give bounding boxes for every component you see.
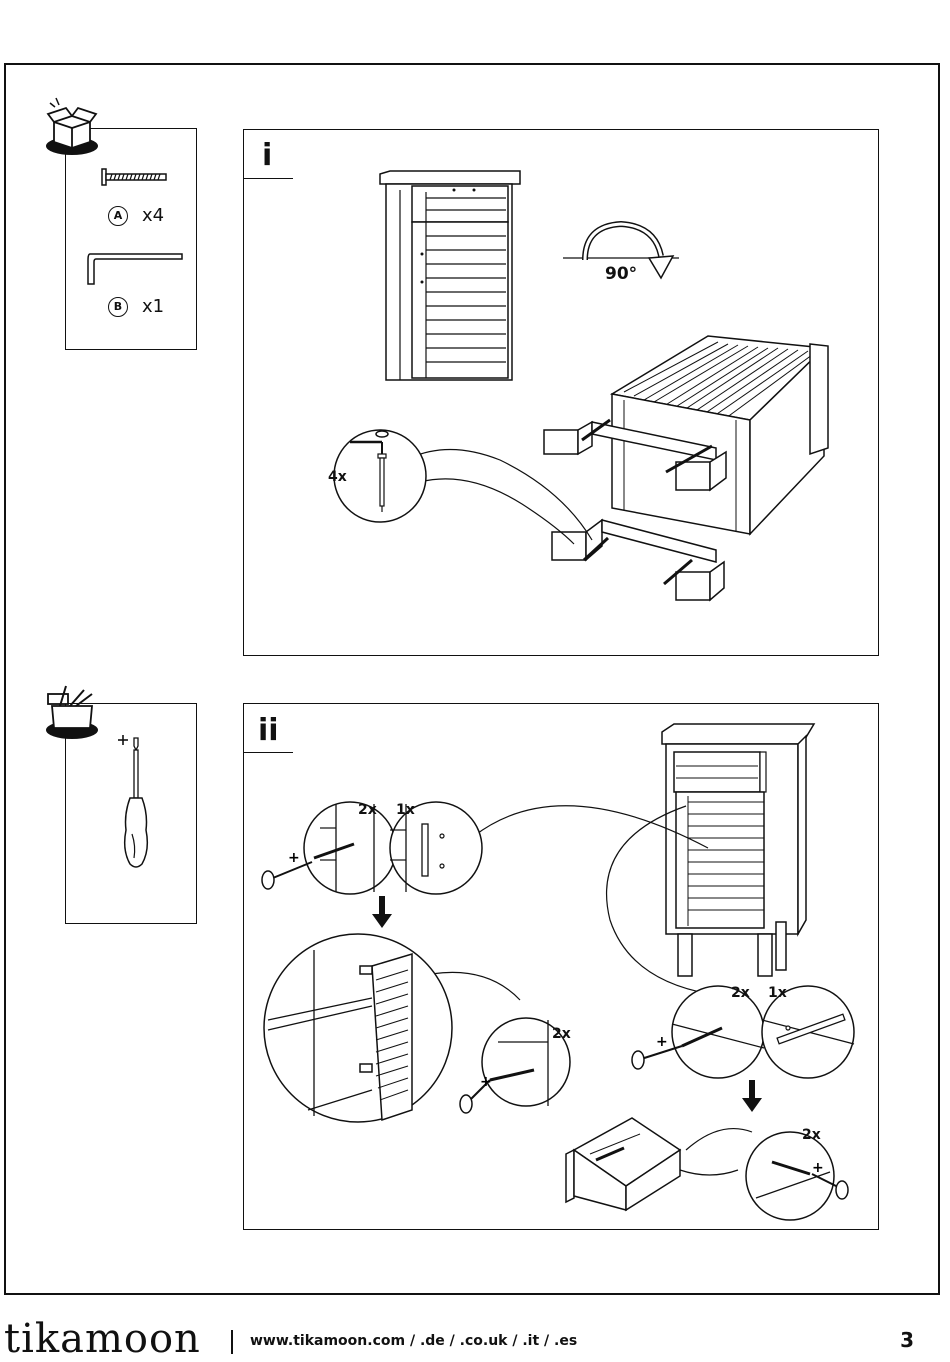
svg-text:+: + [288,850,300,866]
rotate-angle-label: 90° [605,264,637,284]
svg-text:+: + [480,1074,492,1090]
page-number: 3 [900,1328,914,1352]
part-a-qty: x4 [142,205,164,226]
callout-qty-4: 2x [731,985,750,1001]
callout-qty-2: 1x [396,802,415,818]
part-b-qty: x1 [142,296,164,317]
box-icon [42,96,102,160]
callout-qty-1: 2x [358,802,377,818]
down-arrow-left [372,896,392,928]
toolbox-icon [40,682,102,742]
part-a-badge: A [108,206,128,226]
callout-qty-6: 2x [802,1127,821,1143]
step-i-number: i [262,141,272,171]
door-hinge-detail: + [262,930,592,1126]
footer-separator [231,1330,233,1354]
svg-text:+: + [812,1160,824,1176]
brand-logo: tikamoon [4,1316,201,1362]
footer-urls: www.tikamoon.com / .de / .co.uk / .it / … [250,1333,577,1349]
bolt-a-icon [98,168,172,188]
cabinet-upright-drawing [378,170,520,382]
step-ii-number: ii [258,716,279,746]
part-b-badge: B [108,297,128,317]
step-i-qty-label: 4x [328,469,347,485]
step-i-detail-callout [300,420,620,560]
callout-qty-5: 1x [768,985,787,1001]
svg-text:+: + [656,1034,668,1050]
down-arrow-right [742,1080,762,1112]
screwdriver-icon [112,734,154,874]
parts-panel [65,128,197,350]
hex-key-b-icon [82,250,184,288]
callout-qty-3: 2x [552,1026,571,1042]
